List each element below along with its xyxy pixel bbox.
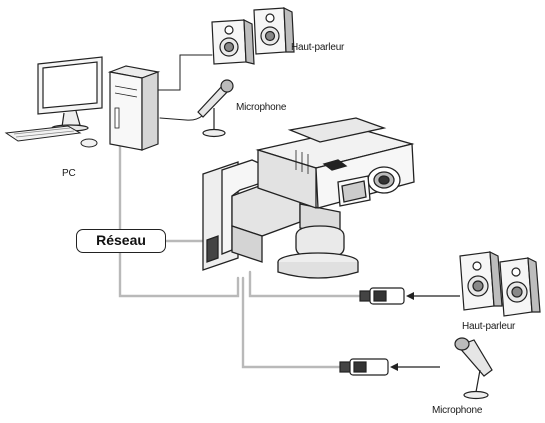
speaker-bottom-icon	[460, 252, 540, 316]
keyboard-icon	[6, 126, 80, 141]
speaker-adaptor-icon	[360, 288, 404, 304]
mic-bottom-icon	[455, 338, 492, 399]
mic-top-icon	[198, 80, 233, 137]
network-badge: Réseau	[76, 229, 166, 253]
speaker-bottom-label: Haut-parleur	[462, 321, 515, 332]
mouse-icon	[81, 139, 97, 147]
pc-monitor-icon	[38, 57, 102, 131]
speaker-arrow-head	[406, 292, 414, 300]
pc-tower-icon	[110, 66, 158, 150]
mic-top-label: Microphone	[236, 102, 286, 113]
mic-arrow-head	[390, 363, 398, 371]
mic-bottom-label: Microphone	[432, 405, 482, 416]
mic-in-cable	[243, 278, 340, 367]
camera-body-icon	[258, 118, 414, 208]
speaker-top-icon	[212, 8, 294, 64]
pc-label: PC	[62, 168, 76, 179]
speaker-top-label: Haut-parleur	[291, 42, 344, 53]
pc-speaker-cable	[150, 55, 212, 90]
mic-adaptor-icon	[340, 359, 388, 375]
